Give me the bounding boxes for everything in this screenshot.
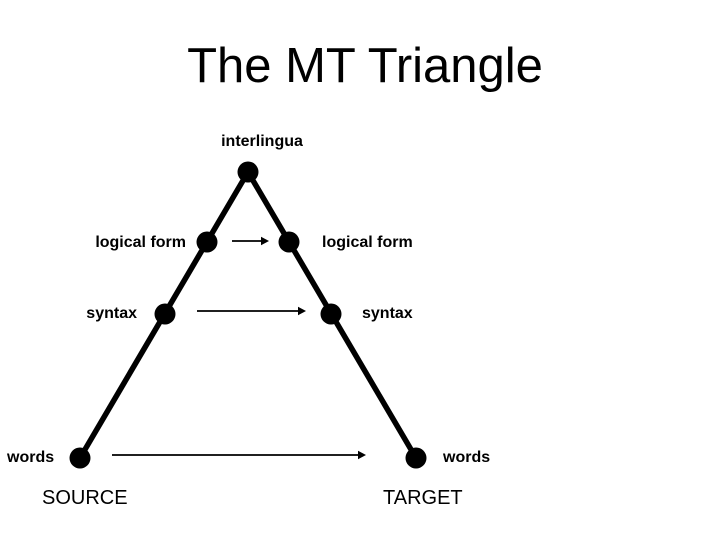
interlingua-node — [237, 161, 259, 183]
source-logical-form-label: logical form — [95, 234, 186, 251]
target-logical-form-label: logical form — [322, 234, 413, 251]
transfer-arrow-logical-form — [232, 236, 269, 246]
source-syntax-node — [154, 303, 176, 325]
transfer-arrow-words — [112, 450, 366, 460]
interlingua-label: interlingua — [221, 133, 303, 150]
target-syntax-label: syntax — [362, 305, 413, 322]
target-words-label: words — [443, 449, 491, 466]
arrowhead-icon — [298, 306, 306, 316]
arrowhead-icon — [261, 236, 269, 246]
source-caption: SOURCE — [42, 487, 128, 509]
slide-title: The MT Triangle — [187, 39, 543, 93]
source-words-label: words — [7, 449, 55, 466]
transfer-arrow-syntax — [197, 306, 306, 316]
target-syntax-node — [320, 303, 342, 325]
source-syntax-label: syntax — [86, 305, 137, 322]
target-words-node — [405, 447, 427, 469]
source-logical-form-node — [196, 231, 218, 253]
target-logical-form-node — [278, 231, 300, 253]
source-words-node — [69, 447, 91, 469]
target-caption: TARGET — [383, 487, 463, 509]
arrowhead-icon — [358, 450, 366, 460]
